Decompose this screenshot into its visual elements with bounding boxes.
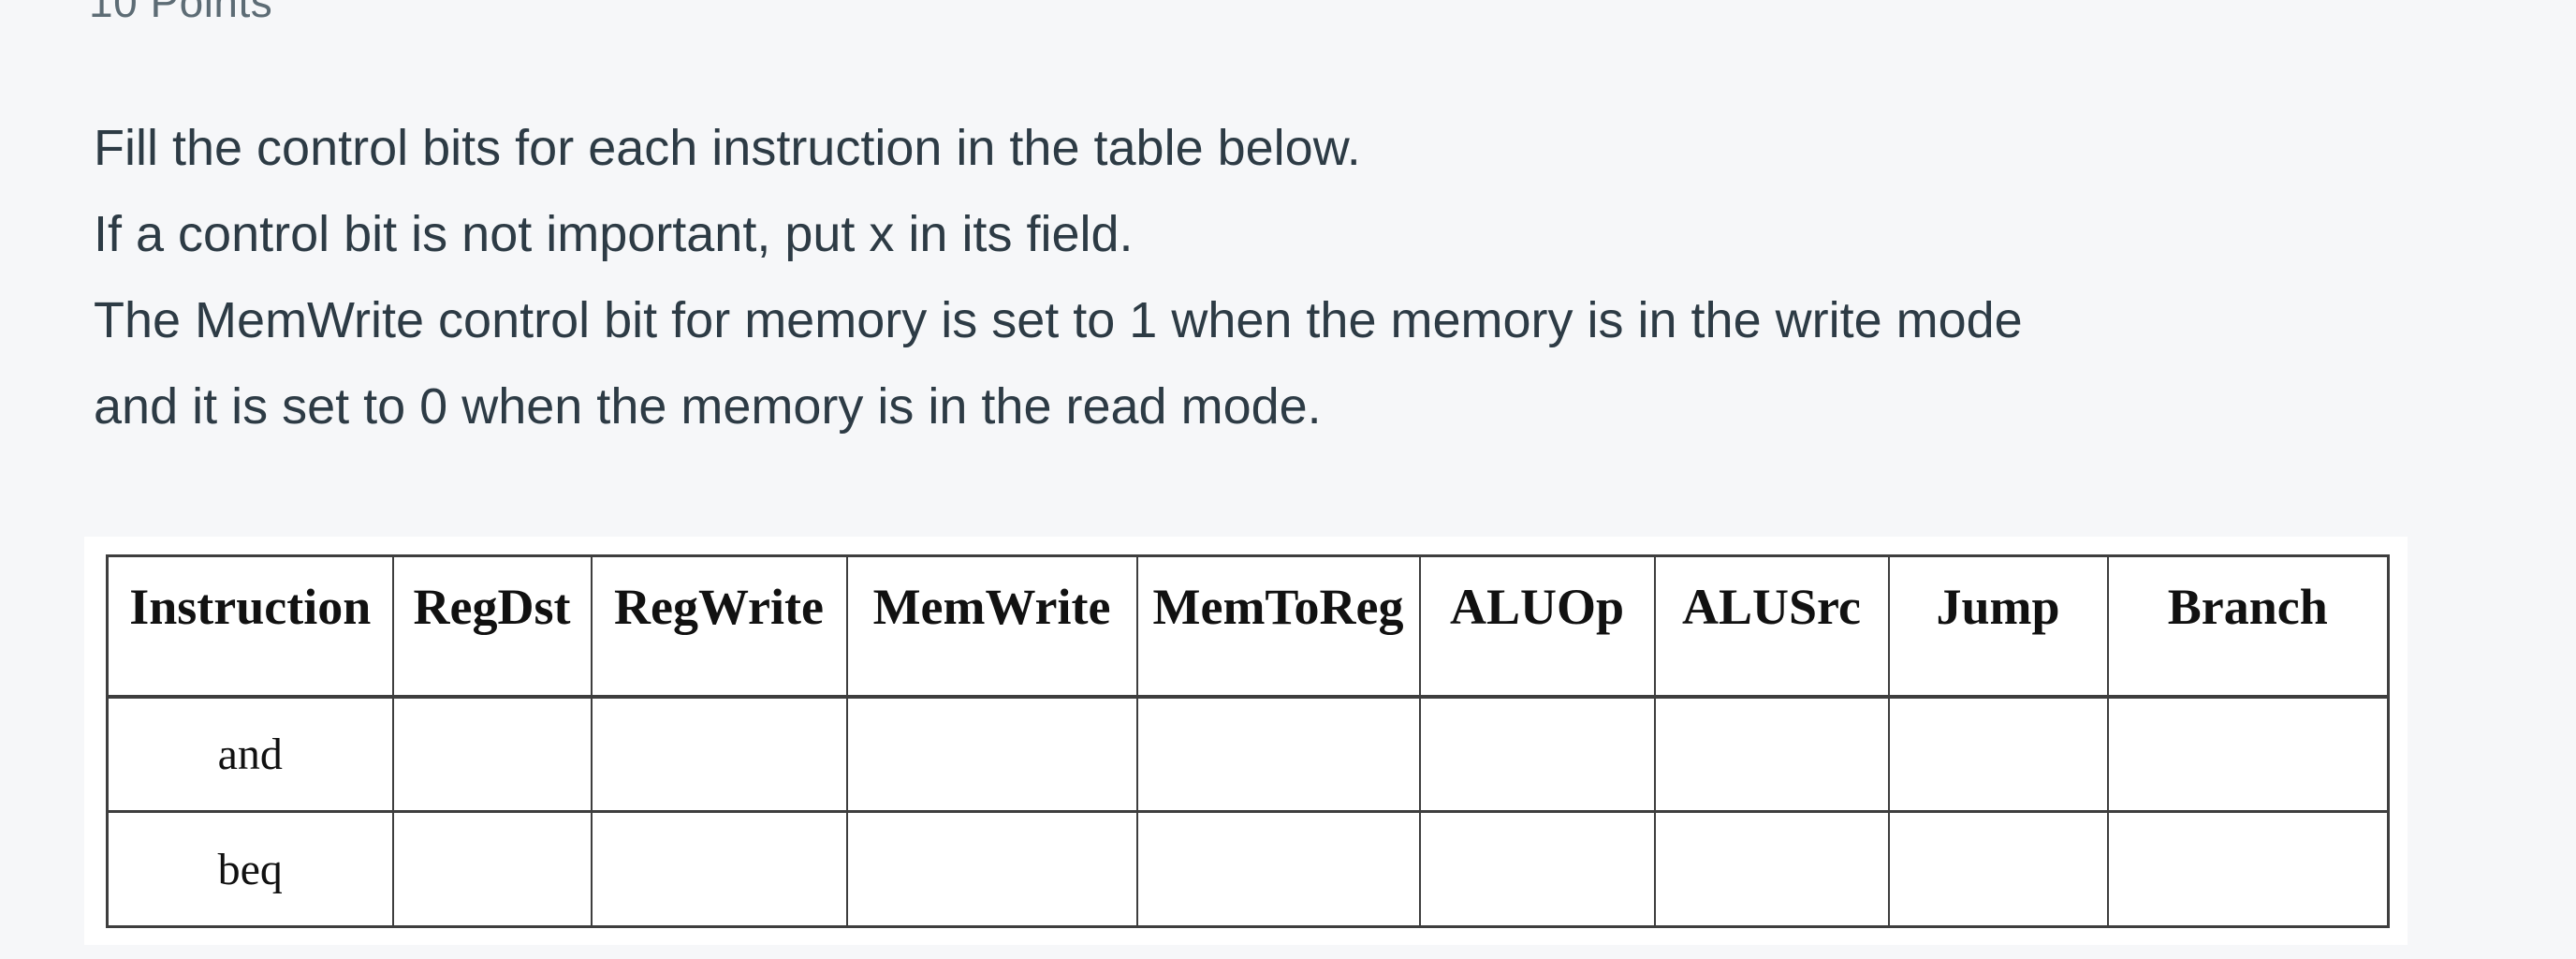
control-bit-cell: [1418, 695, 1656, 813]
control-bit-cell: [845, 695, 1138, 813]
question-line-4: and it is set to 0 when the memory is in…: [94, 378, 1322, 435]
column-header-jump: Jump: [1887, 554, 2109, 699]
column-header-branch: Branch: [2106, 554, 2390, 699]
question-line-3: The MemWrite control bit for memory is s…: [94, 292, 2023, 348]
control-bit-cell: [1418, 810, 1656, 928]
column-header-regdst: RegDst: [391, 554, 593, 699]
control-bit-cell: [590, 695, 848, 813]
control-bit-cell: [1135, 810, 1421, 928]
question-text: Fill the control bits for each instructi…: [94, 105, 2490, 450]
control-bit-cell: [2106, 810, 2390, 928]
control-bit-cell: [391, 810, 593, 928]
column-header-instruction: Instruction: [106, 554, 394, 699]
control-bit-cell: [1653, 695, 1890, 813]
column-header-memwrite: MemWrite: [845, 554, 1138, 699]
column-header-memtoreg: MemToReg: [1135, 554, 1421, 699]
instruction-cell: and: [106, 695, 394, 813]
points-label: 10 Points: [89, 0, 273, 26]
column-header-alusrc: ALUSrc: [1653, 554, 1890, 699]
control-bit-cell: [590, 810, 848, 928]
table-row-and: and: [106, 695, 2390, 813]
control-bit-cell: [1135, 695, 1421, 813]
control-bit-cell: [1653, 810, 1890, 928]
control-bit-cell: [2106, 695, 2390, 813]
table-row-beq: beq: [106, 810, 2390, 928]
control-bit-cell: [391, 695, 593, 813]
table-header-row: Instruction RegDst RegWrite MemWrite Mem…: [106, 554, 2390, 699]
instruction-cell: beq: [106, 810, 394, 928]
control-bit-cell: [845, 810, 1138, 928]
control-bit-cell: [1887, 695, 2109, 813]
control-bits-table-image: Instruction RegDst RegWrite MemWrite Mem…: [84, 537, 2408, 945]
column-header-aluop: ALUOp: [1418, 554, 1656, 699]
column-header-regwrite: RegWrite: [590, 554, 848, 699]
control-bit-cell: [1887, 810, 2109, 928]
question-line-1: Fill the control bits for each instructi…: [94, 120, 1361, 176]
control-bits-table: Instruction RegDst RegWrite MemWrite Mem…: [106, 554, 2390, 928]
question-line-2: If a control bit is not important, put x…: [94, 206, 1134, 262]
